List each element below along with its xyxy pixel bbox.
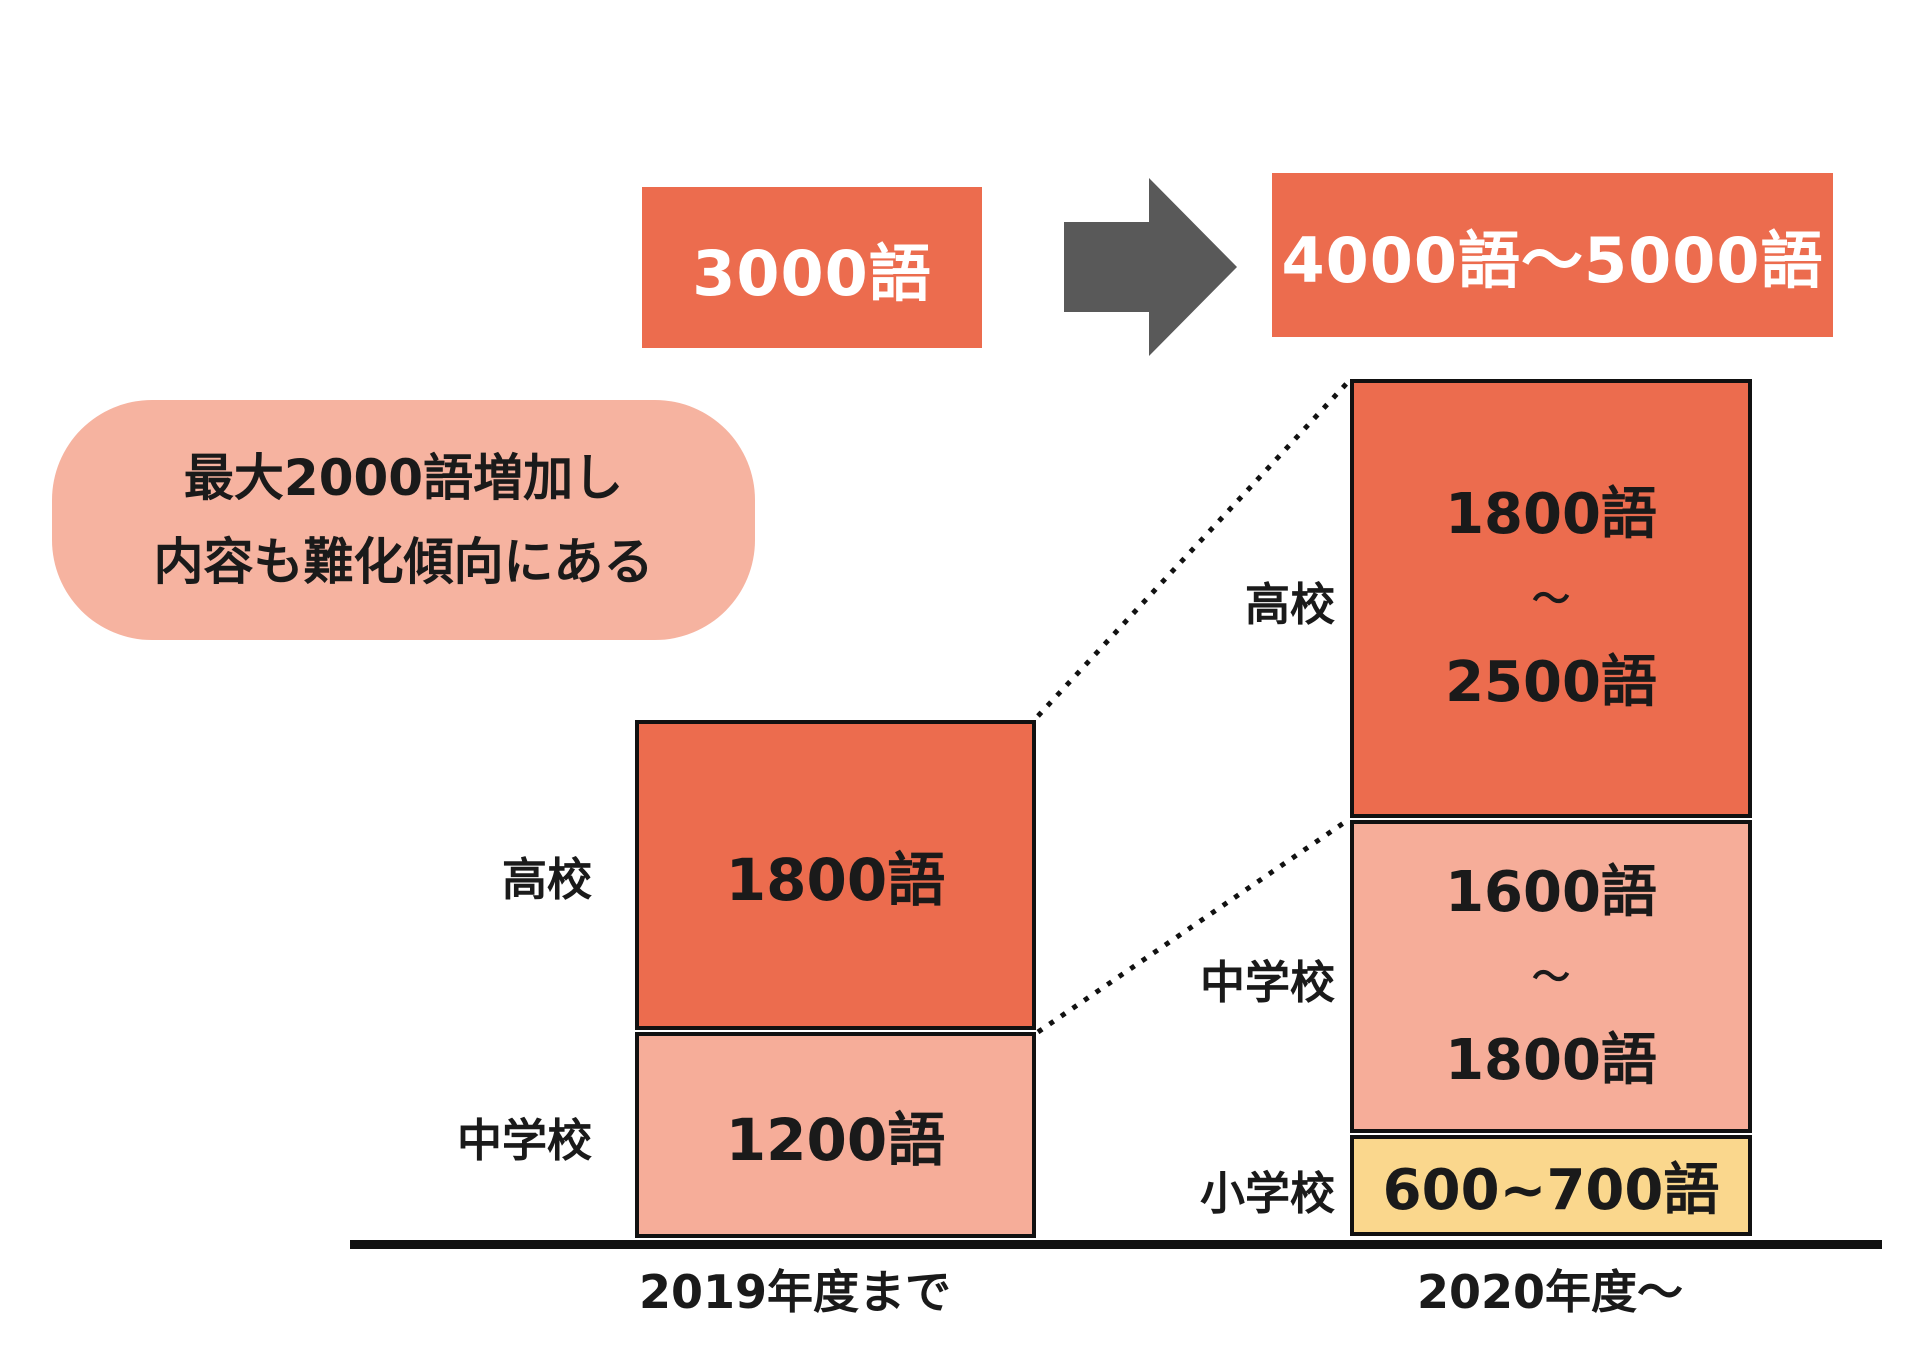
- segment-right-elementary-value: 600~700語: [1382, 1158, 1720, 1223]
- segment-right-highschool-line2: 2500語: [1445, 649, 1657, 715]
- segment-right-highschool-tilde: ～: [1531, 576, 1570, 621]
- segment-right-juniorhigh-tilde: ～: [1531, 954, 1570, 999]
- segment-right-highschool: 1800語 ～ 2500語: [1350, 379, 1752, 818]
- axis-label-2019: 2019年度まで: [638, 1265, 952, 1319]
- right-stacked-bar-2020: 1800語 ～ 2500語 1600語 ～ 1800語 600~700語: [1350, 379, 1752, 1236]
- callout-line1: 最大2000語増加し: [183, 449, 624, 507]
- segment-left-juniorhigh-value: 1200語: [725, 1106, 946, 1174]
- left-stacked-bar-2019: 1800語 1200語: [635, 720, 1036, 1238]
- segment-right-juniorhigh-line2: 1800語: [1445, 1027, 1657, 1093]
- axis-baseline: [350, 1240, 1882, 1249]
- total-after-box: 4000語〜5000語: [1272, 173, 1833, 337]
- label-left-highschool: 高校: [501, 852, 592, 906]
- label-right-elementary: 小学校: [1199, 1167, 1335, 1220]
- segment-right-juniorhigh: 1600語 ～ 1800語: [1350, 820, 1752, 1133]
- segment-left-highschool-value: 1800語: [725, 846, 946, 914]
- arrow-right-icon: [1064, 178, 1237, 356]
- axis-label-2020: 2020年度〜: [1416, 1265, 1684, 1319]
- callout-line2: 内容も難化傾向にある: [153, 533, 654, 591]
- label-right-highschool: 高校: [1244, 578, 1335, 631]
- segment-right-elementary: 600~700語: [1350, 1135, 1752, 1236]
- segment-right-highschool-line1: 1800語: [1445, 481, 1657, 547]
- label-left-juniorhigh: 中学校: [456, 1113, 592, 1167]
- total-before-box: 3000語: [642, 187, 982, 348]
- segment-left-juniorhigh: 1200語: [635, 1032, 1036, 1238]
- increase-callout: 最大2000語増加し 内容も難化傾向にある: [52, 400, 755, 640]
- label-right-juniorhigh: 中学校: [1199, 956, 1335, 1009]
- total-before-label: 3000語: [692, 236, 932, 310]
- segment-right-juniorhigh-line1: 1600語: [1445, 859, 1657, 925]
- total-after-label: 4000語〜5000語: [1281, 224, 1824, 297]
- segment-left-highschool: 1800語: [635, 720, 1036, 1030]
